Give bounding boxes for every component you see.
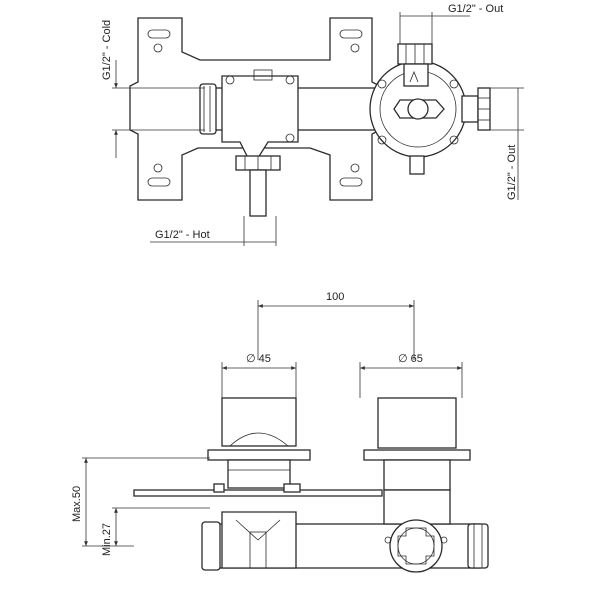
front-view: 100 ∅ 45 ∅ 65 xyxy=(71,291,489,573)
top-outlet-pipe xyxy=(403,63,429,87)
min-depth-label: Min.27 xyxy=(101,523,113,556)
left-knob xyxy=(221,397,297,447)
right-outlet-pipe xyxy=(461,95,479,123)
out-top-label: G1/2" - Out xyxy=(448,3,503,15)
bracket-hole xyxy=(350,43,360,53)
centre-distance-label: 100 xyxy=(326,291,344,303)
right-knob xyxy=(377,397,457,449)
hot-label: G1/2" - Hot xyxy=(155,229,210,241)
screw xyxy=(384,536,392,544)
left-valve-body xyxy=(221,511,297,569)
left-inlet-nut xyxy=(201,521,221,571)
right-outlet-nut-front xyxy=(467,523,489,569)
mounting-bracket xyxy=(129,17,381,201)
plaster-guard xyxy=(133,489,383,497)
right-diverter-body xyxy=(383,489,451,525)
screw xyxy=(285,133,295,143)
bracket-hole xyxy=(153,163,163,173)
hot-inlet-pipe xyxy=(249,169,267,217)
screw xyxy=(440,536,448,544)
out-right-label: G1/2" - Out xyxy=(506,145,518,200)
cold-inlet-nut xyxy=(199,83,217,135)
right-diameter-label: ∅ 65 xyxy=(398,353,423,365)
bracket-slot xyxy=(147,29,171,39)
left-valve-housing xyxy=(221,75,299,159)
screw xyxy=(225,75,235,85)
right-rosette xyxy=(363,449,471,461)
bracket-hole xyxy=(350,163,360,173)
bracket-slot xyxy=(339,177,363,187)
screw xyxy=(449,135,459,145)
left-diameter-label: ∅ 45 xyxy=(246,353,271,365)
cold-label: G1/2" - Cold xyxy=(101,20,113,80)
bracket-hole xyxy=(153,43,163,53)
diverter-knob xyxy=(407,98,429,120)
bracket-slot xyxy=(339,29,363,39)
bracket-slot xyxy=(147,177,171,187)
left-rosette xyxy=(207,449,311,461)
screw xyxy=(377,135,387,145)
screw xyxy=(449,79,459,89)
max-depth-label: Max.50 xyxy=(71,486,83,522)
diverter-cross xyxy=(397,527,435,565)
top-view: G1/2" - Cold G1/2" - Out G1/2" - Out G1/… xyxy=(101,3,524,246)
screw xyxy=(285,75,295,85)
screw xyxy=(377,79,387,89)
